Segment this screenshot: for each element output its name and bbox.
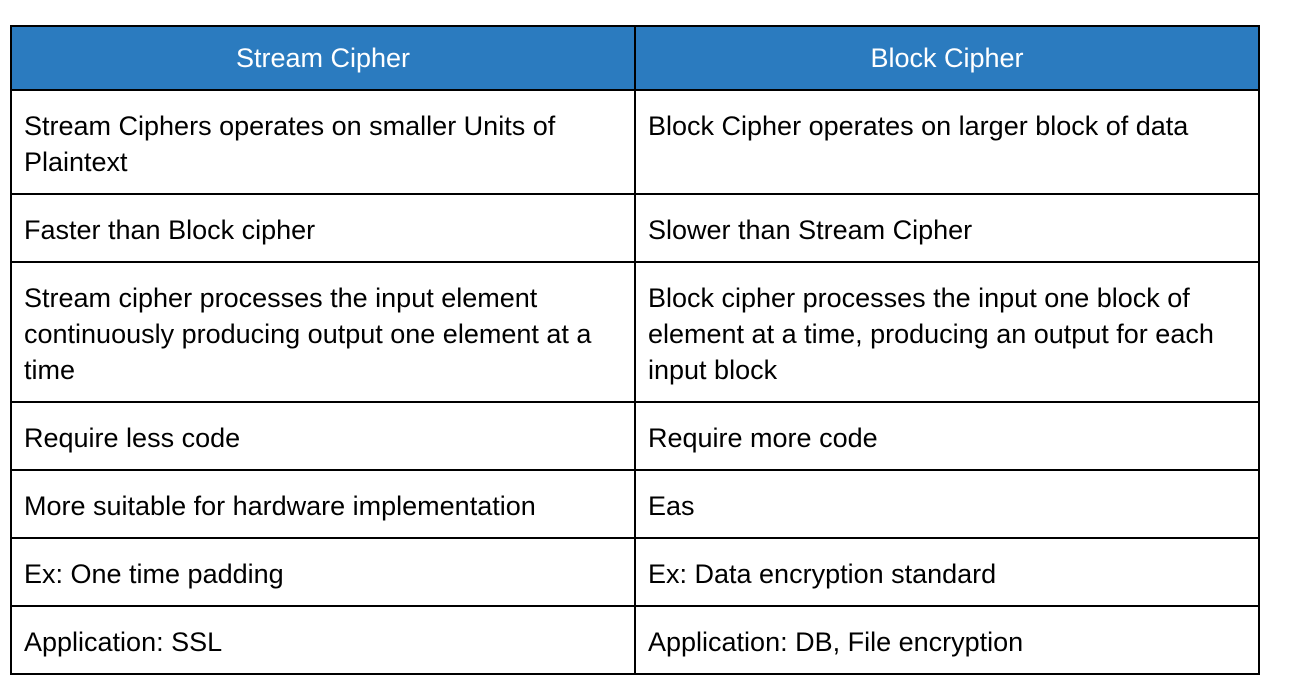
stream-cell: Ex: One time padding	[10, 537, 636, 607]
block-cell: Eas	[634, 469, 1260, 539]
stream-cell: Application: SSL	[10, 605, 636, 675]
header-block-cipher: Block Cipher	[634, 25, 1260, 91]
block-cell: Slower than Stream Cipher	[634, 193, 1260, 263]
header-stream-cipher: Stream Cipher	[10, 25, 636, 91]
block-cell: Ex: Data encryption standard	[634, 537, 1260, 607]
stream-cell: More suitable for hardware implementatio…	[10, 469, 636, 539]
stream-cell: Stream Ciphers operates on smaller Units…	[10, 89, 636, 195]
header-row: Stream Cipher Block Cipher	[10, 25, 1260, 91]
block-cell: Application: DB, File encryption	[634, 605, 1260, 675]
table-row: Require less code Require more code	[10, 401, 1260, 471]
table-row: Faster than Block cipher Slower than Str…	[10, 193, 1260, 263]
comparison-table: Stream Cipher Block Cipher Stream Cipher…	[10, 25, 1260, 675]
table-row: Application: SSL Application: DB, File e…	[10, 605, 1260, 675]
block-cell: Require more code	[634, 401, 1260, 471]
stream-cell: Require less code	[10, 401, 636, 471]
comparison-table-container: Stream Cipher Block Cipher Stream Cipher…	[10, 25, 1260, 675]
table-row: Stream cipher processes the input elemen…	[10, 261, 1260, 403]
table-row: Ex: One time padding Ex: Data encryption…	[10, 537, 1260, 607]
stream-cell: Stream cipher processes the input elemen…	[10, 261, 636, 403]
stream-cell: Faster than Block cipher	[10, 193, 636, 263]
block-cell: Block Cipher operates on larger block of…	[634, 89, 1260, 195]
table-row: More suitable for hardware implementatio…	[10, 469, 1260, 539]
block-cell: Block cipher processes the input one blo…	[634, 261, 1260, 403]
table-row: Stream Ciphers operates on smaller Units…	[10, 89, 1260, 195]
